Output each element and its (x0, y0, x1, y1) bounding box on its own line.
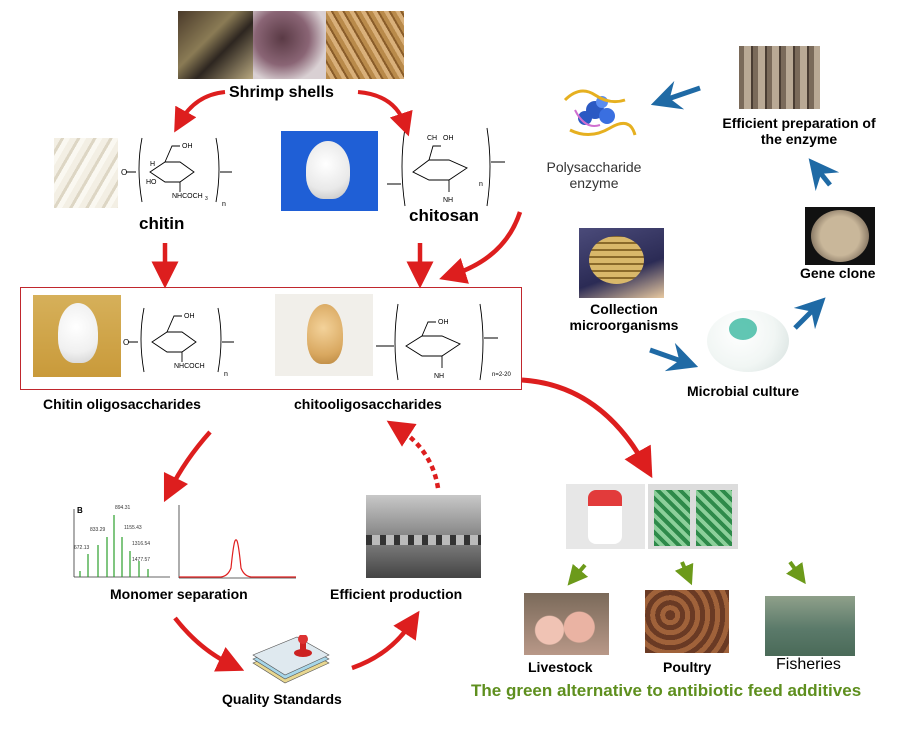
gene-clone-label: Gene clone (800, 265, 876, 281)
cos-oh-label: OH (438, 319, 449, 326)
chitin-sub-num: 3 (205, 196, 208, 202)
collection-microorganisms-photo (579, 228, 664, 298)
peak-label-3: 833.29 (90, 527, 106, 533)
chitin-h-label: H (150, 161, 155, 168)
microbial-culture-plate-photo (707, 310, 789, 372)
arrow-cos-to-monomer (163, 430, 212, 503)
quality-standards-icon (252, 635, 330, 684)
arrow-shells-to-chitosan (357, 90, 413, 137)
chitin-oligo-oh-label: OH (184, 313, 195, 320)
efficient-production-label: Efficient production (330, 586, 463, 602)
chitin-o-label: O (121, 168, 127, 177)
peak-label-5: 1316.54 (132, 541, 150, 547)
chitin-sub-label: NHCOCH (172, 193, 203, 200)
chitosan-ch2oh-label: CH (427, 135, 437, 142)
chitin-ho-label: HO (146, 179, 157, 186)
chitooligo-powder-photo (275, 294, 373, 376)
arrow-products-to-poultry (674, 561, 694, 586)
shrimp-shells-label: Shrimp shells (229, 84, 334, 101)
chitosan-nh2-label: NH (443, 197, 453, 204)
livestock-photo (524, 593, 609, 655)
chitin-oh-label: OH (182, 143, 193, 150)
arrow-products-to-livestock (567, 563, 589, 586)
spectrum-panel-label: B (77, 506, 83, 515)
shrimp-photo-3 (326, 11, 404, 79)
arrow-culture-to-clone (793, 297, 826, 330)
chitin-oligo-o-label: O (123, 338, 129, 347)
chitosan-label: chitosan (409, 206, 479, 225)
peak-label-4: 672.13 (74, 545, 90, 551)
feed-product-bags-photo (648, 484, 738, 549)
chitin-oligo-n-label: n (224, 371, 228, 378)
arrow-production-to-cos (386, 420, 441, 489)
collection-microorganisms-label: Collection microorganisms (569, 301, 679, 333)
shrimp-photo-1 (178, 11, 253, 79)
chitooligo-structure: OH NH n=2-20 (376, 303, 512, 381)
arrow-enzyme-to-cos (439, 211, 523, 284)
chitin-flakes-photo (54, 138, 118, 208)
arrow-prep-to-enzyme (650, 80, 701, 110)
chitin-label: chitin (139, 214, 185, 233)
chitooligosaccharides-label: chitooligosaccharides (294, 396, 442, 412)
polysaccharide-enzyme-label: Polysaccharide enzyme (546, 159, 642, 191)
gene-clone-plate-photo (805, 207, 875, 265)
enzyme-structure-image (555, 80, 640, 150)
arrow-clone-to-prep (808, 158, 840, 192)
mass-spectrum-chart: B 894.31 1155.43 833.29 672.13 1316.54 1… (60, 499, 175, 581)
chitin-structure: O OH H HO NHCOCH 3 n (121, 137, 232, 208)
arrow-quality-to-production (351, 610, 420, 671)
arrow-cos-to-products (521, 377, 653, 479)
chromatogram-chart (176, 500, 299, 585)
production-line-photo (366, 495, 481, 578)
cos-n-label: n=2-20 (492, 372, 512, 378)
shrimp-photo-2 (253, 11, 326, 79)
monomer-separation-label: Monomer separation (110, 586, 248, 602)
arrow-shells-to-chitin (174, 90, 226, 133)
chitin-oligo-sub-label: NHCOCH (174, 363, 205, 370)
quality-standards-label: Quality Standards (222, 691, 342, 707)
fisheries-photo (765, 596, 855, 656)
poultry-label: Poultry (663, 659, 712, 675)
enzyme-preparation-photo (739, 46, 820, 109)
poultry-photo (645, 590, 729, 653)
livestock-label: Livestock (528, 659, 593, 675)
arrow-collection-to-culture (649, 342, 699, 372)
arrow-monomer-to-quality (173, 616, 245, 672)
chitin-oligo-powder-photo (33, 295, 121, 377)
chitosan-powder-photo (281, 131, 378, 211)
microbial-culture-label: Microbial culture (687, 383, 800, 399)
chitosan-n-label: n (479, 181, 483, 188)
peak-label-6: 1477.57 (132, 557, 150, 563)
arrow-products-to-fisheries (786, 560, 806, 585)
peak-label-2: 1155.43 (124, 525, 142, 531)
feed-product-bottle-photo (566, 484, 645, 549)
fisheries-label: Fisheries (776, 656, 841, 673)
chitin-n-label: n (222, 201, 226, 208)
green-alternative-label: The green alternative to antibiotic feed… (471, 681, 862, 700)
chitosan-ch2oh-tail: OH (443, 135, 454, 142)
efficient-preparation-label: Efficient preparation of the enzyme (722, 115, 876, 147)
chitin-oligosaccharides-label: Chitin oligosaccharides (43, 396, 201, 412)
peak-label-1: 894.31 (115, 505, 131, 511)
chitosan-structure: CH OH NH n (387, 127, 505, 207)
chitin-oligo-structure: O OH NHCOCH n (123, 307, 234, 378)
oligosaccharides-frame (20, 287, 522, 390)
cos-nh2-label: NH (434, 373, 444, 380)
